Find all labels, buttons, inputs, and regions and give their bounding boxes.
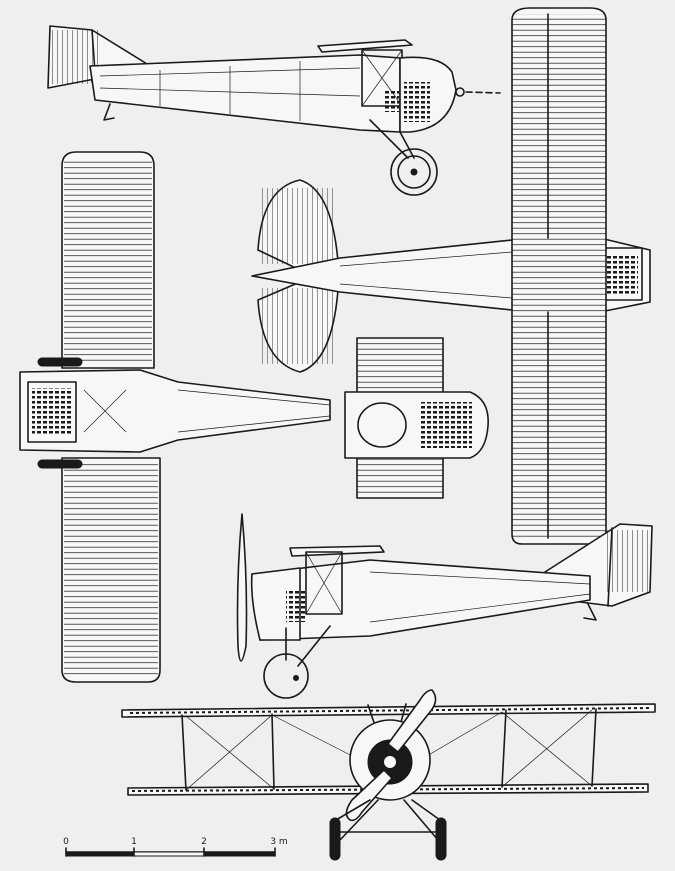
scale-label-2: 2	[201, 837, 207, 847]
scale-label-0: 0	[63, 837, 69, 847]
plan-view-nose-left	[19, 151, 331, 683]
front-view	[121, 689, 656, 861]
plan-view-nose-right	[251, 7, 651, 545]
side-view-left-facing	[236, 513, 653, 699]
scale-bar: 0 1 2 3 m	[63, 837, 288, 857]
side-view-right-facing	[47, 25, 501, 196]
center-section-detail	[344, 337, 489, 499]
scale-label-3m: 3 m	[270, 837, 287, 847]
scale-label-1: 1	[131, 837, 137, 847]
